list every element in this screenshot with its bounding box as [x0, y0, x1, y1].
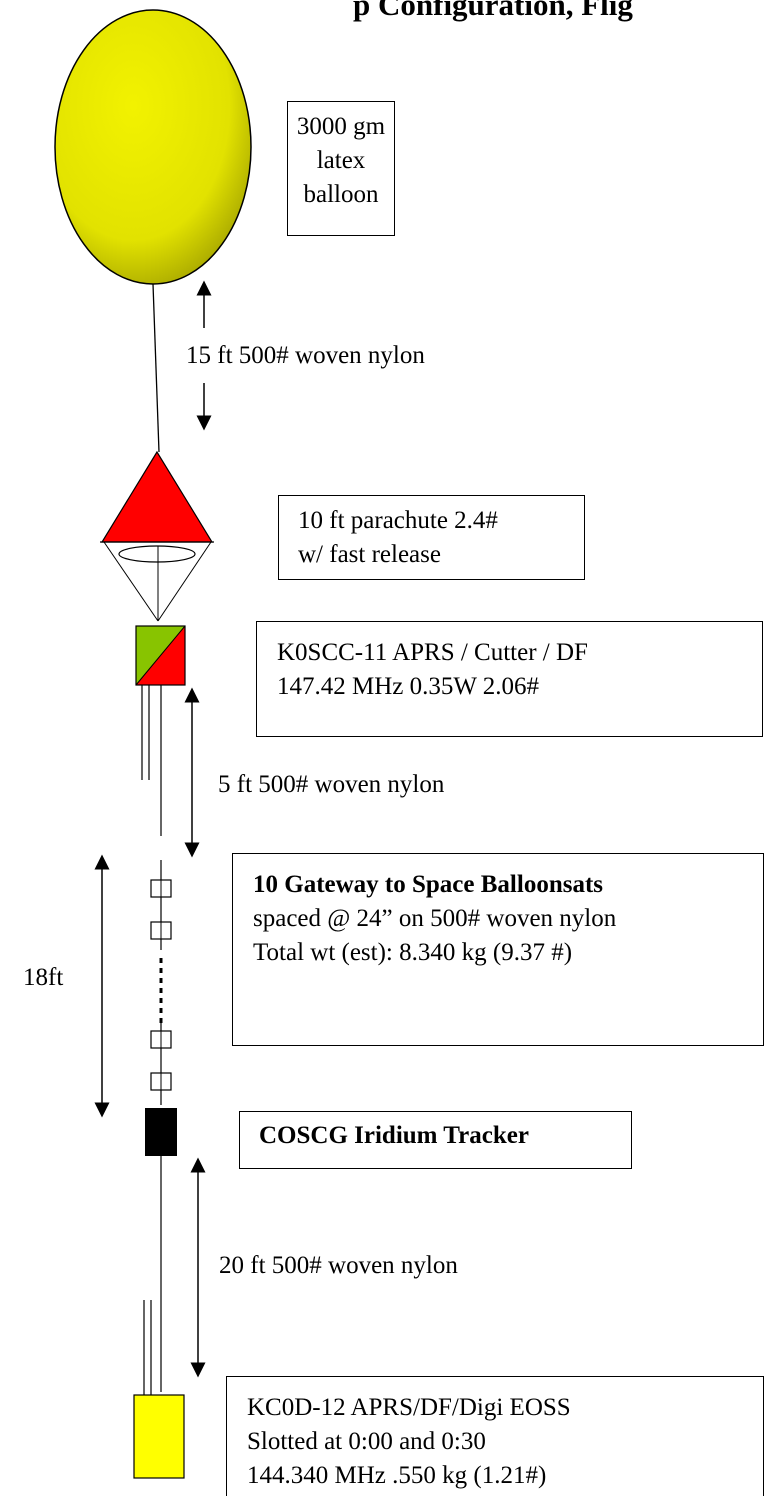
balloonsats-line-1: spaced @ 24” on 500# woven nylon	[253, 905, 617, 932]
kc0d-label-box: KC0D-12 APRS/DF/Digi EOSS Slotted at 0:0…	[226, 1376, 764, 1496]
balloonsats-span-label: 18ft	[23, 964, 64, 991]
parachute-ring	[118, 545, 196, 563]
tether-3-label: 20 ft 500# woven nylon	[219, 1252, 458, 1279]
parachute-label-box: 10 ft parachute 2.4# w/ fast release	[278, 495, 585, 580]
aprs-cutter-diagonal	[135, 625, 186, 686]
balloonsats-label-box: 10 Gateway to Space Balloonsats spaced @…	[232, 853, 764, 1046]
parachute-label-line-2: w/ fast release	[298, 541, 441, 568]
balloon-label-line-2: latex	[316, 147, 366, 174]
kc0d-label-line-3: 144.340 MHz .550 kg (1.21#)	[247, 1462, 547, 1489]
aprs-cutter-label-box: K0SCC-11 APRS / Cutter / DF 147.42 MHz 0…	[256, 621, 763, 737]
balloon-label-box: 3000 gm latex balloon	[287, 101, 395, 236]
iridium-label: COSCG Iridium Tracker	[259, 1122, 529, 1149]
balloon-shape	[54, 9, 252, 285]
kc0d-box	[133, 1394, 185, 1479]
parachute-label-line-1: 10 ft parachute 2.4#	[298, 507, 498, 534]
tether-1-label: 15 ft 500# woven nylon	[186, 342, 425, 369]
header-title: p Configuration, Flig	[353, 0, 633, 22]
balloon-label-line-3: balloon	[303, 181, 379, 208]
shroud-line-right	[157, 541, 212, 622]
balloonsats-title: 10 Gateway to Space Balloonsats	[253, 871, 603, 898]
iridium-tracker-box	[145, 1108, 177, 1156]
balloon-label-line-1: 3000 gm	[296, 113, 386, 140]
tether-line-1	[152, 283, 160, 453]
kc0d-label-line-2: Slotted at 0:00 and 0:30	[247, 1428, 486, 1455]
aprs-cutter-label-line-2: 147.42 MHz 0.35W 2.06#	[277, 673, 540, 700]
tether-2-label: 5 ft 500# woven nylon	[218, 771, 445, 798]
balloonsats-line-2: Total wt (est): 8.340 kg (9.37 #)	[253, 939, 573, 966]
kc0d-label-line-1: KC0D-12 APRS/DF/Digi EOSS	[247, 1394, 571, 1421]
parachute-canopy	[100, 450, 214, 543]
iridium-label-box: COSCG Iridium Tracker	[239, 1111, 632, 1169]
aprs-cutter-label-line-1: K0SCC-11 APRS / Cutter / DF	[277, 639, 588, 666]
shroud-line-left	[103, 541, 159, 622]
